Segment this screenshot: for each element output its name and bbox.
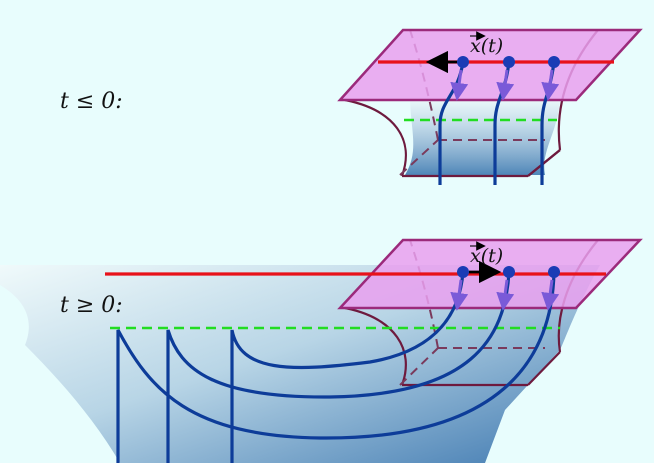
endpoint-dot — [457, 266, 469, 278]
string-2 — [166, 271, 511, 463]
endpoint-dot — [548, 56, 560, 68]
purple-arrows-before — [450, 69, 560, 101]
purple-arrows-after — [450, 279, 560, 311]
position-label-after: x(t) — [470, 245, 503, 267]
string-3 — [116, 271, 556, 463]
condition-label-after: t ≥ 0: — [60, 293, 123, 318]
endpoint-dots-before — [457, 56, 560, 68]
bulk-region-before — [405, 95, 560, 175]
position-label-before: x(t) — [470, 35, 503, 57]
endpoint-dot — [503, 266, 515, 278]
endpoint-dot — [457, 56, 469, 68]
condition-label-before: t ≤ 0: — [60, 89, 123, 114]
endpoint-dot — [503, 56, 515, 68]
panel-before: x(t) t ≤ 0: — [60, 28, 643, 185]
panel-after: x(t) t ≥ 0: — [0, 238, 643, 463]
endpoint-dots-after — [457, 266, 560, 278]
endpoint-dot — [548, 266, 560, 278]
